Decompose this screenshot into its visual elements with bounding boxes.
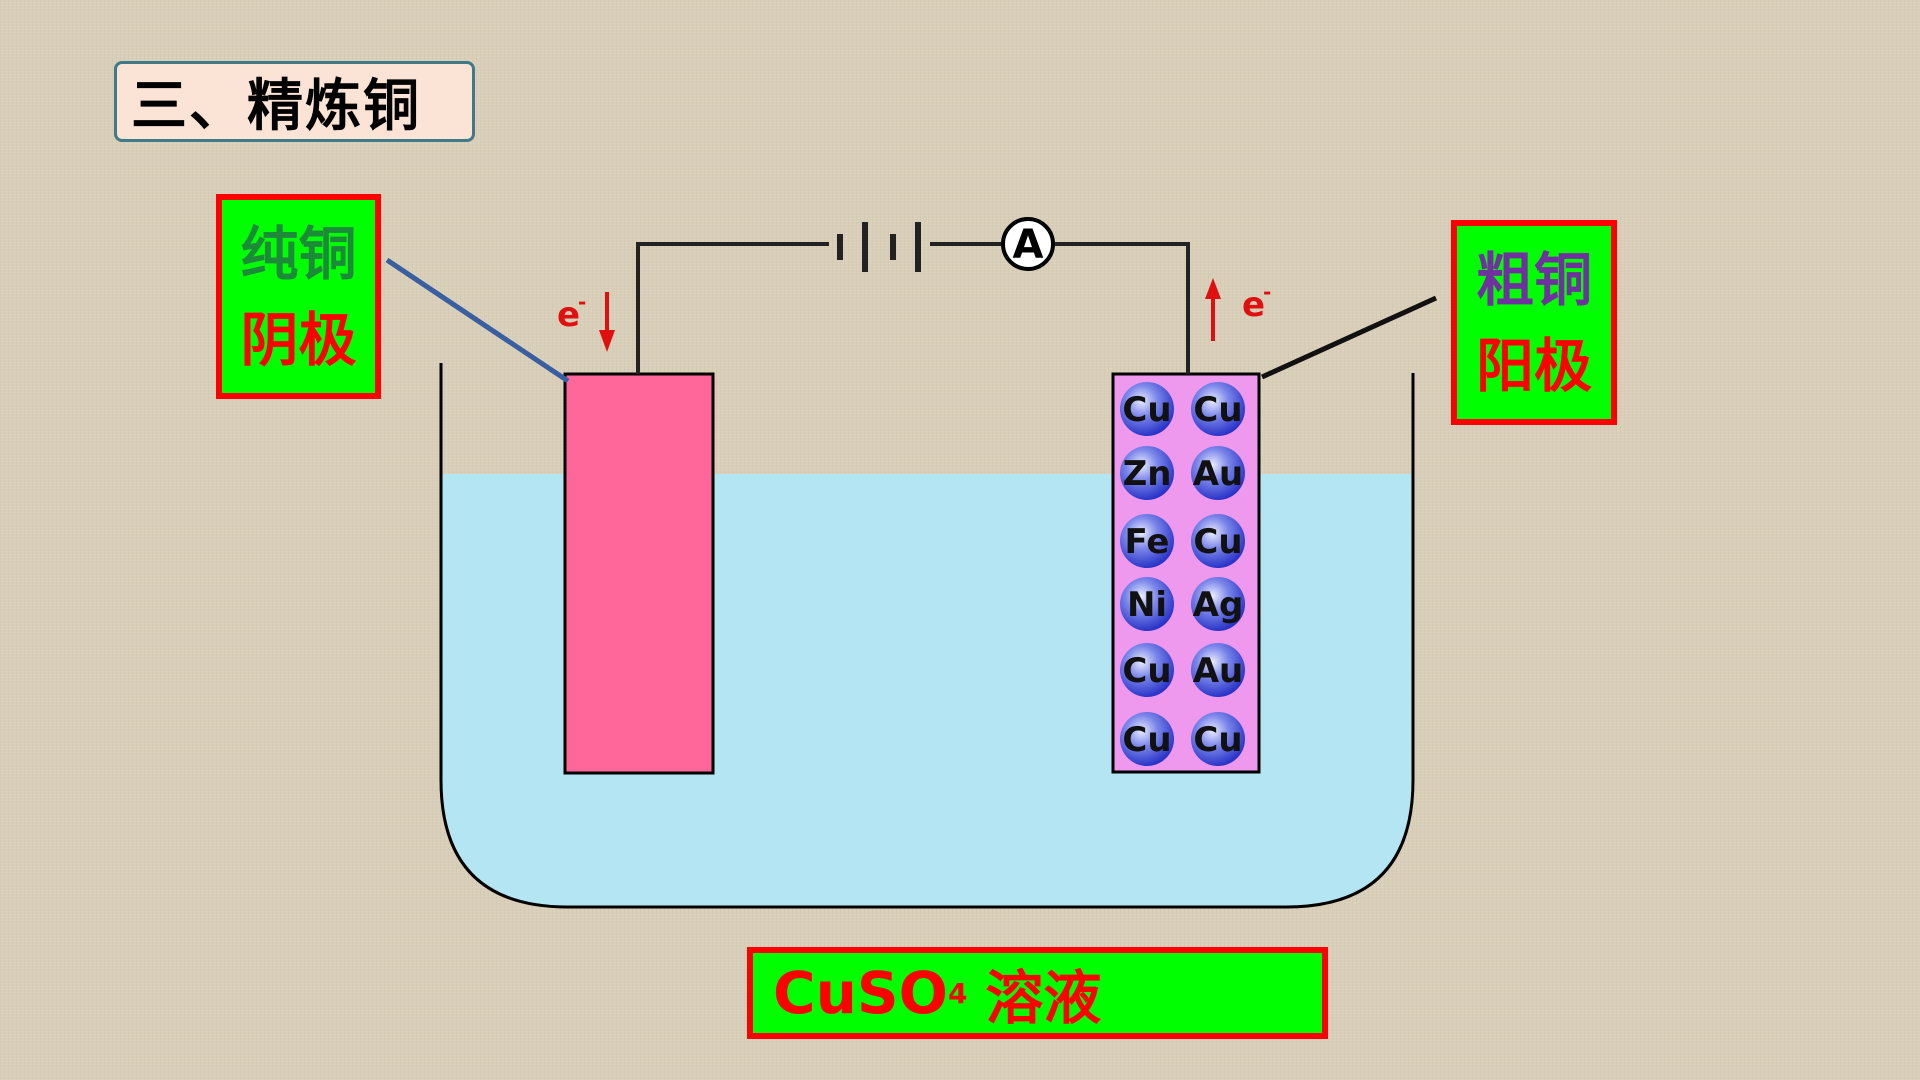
cathode-label: 纯铜 阴极: [216, 194, 381, 399]
cathode-plate: [563, 372, 715, 775]
cathode-material-label: 纯铜: [240, 219, 357, 288]
atom-label: Cu: [1122, 720, 1171, 760]
cathode-role-label: 阴极: [240, 305, 357, 374]
atom-label: Cu: [1122, 651, 1171, 691]
atom-cu: Cu: [1120, 643, 1174, 697]
solution-formula-subscript: 4: [947, 976, 968, 1010]
anode-label: 粗铜 阳极: [1451, 220, 1617, 425]
electron-label-right: e -: [1242, 280, 1271, 325]
solution-name: 溶液: [985, 964, 1102, 1032]
atom-label: Au: [1193, 651, 1244, 691]
svg-text:-: -: [1263, 280, 1271, 304]
solution-formula: CuSO: [773, 959, 948, 1027]
atom-label: Cu: [1193, 390, 1242, 430]
atom-cu: Cu: [1191, 514, 1245, 568]
ammeter-label: A: [1013, 222, 1044, 268]
page-title: 三、精炼铜: [114, 61, 475, 142]
atom-label: Cu: [1122, 390, 1171, 430]
atom-cu: Cu: [1120, 382, 1174, 436]
atom-label: Cu: [1193, 720, 1242, 760]
atom-cu: Cu: [1120, 712, 1174, 766]
electron-label-left: e -: [557, 290, 586, 335]
electron-arrow-down: [599, 292, 615, 352]
atom-label: Ni: [1127, 585, 1167, 625]
atom-au: Au: [1191, 643, 1245, 697]
svg-text:e: e: [557, 295, 580, 335]
svg-text:-: -: [578, 290, 586, 314]
atom-label: Au: [1193, 454, 1244, 494]
atom-fe: Fe: [1120, 514, 1174, 568]
atom-ag: Ag: [1191, 577, 1245, 631]
circuit-wire-right: [1055, 242, 1190, 374]
anode-role-label: 阳极: [1475, 331, 1592, 400]
beaker: [439, 363, 1415, 909]
atom-zn: Zn: [1120, 446, 1174, 500]
atom-label: Cu: [1193, 522, 1242, 562]
battery-icon: [837, 222, 921, 272]
electron-arrow-up: [1205, 278, 1221, 341]
anode-pointer-line: [1260, 295, 1438, 380]
ammeter-icon: A: [1001, 217, 1055, 271]
atom-ni: Ni: [1120, 577, 1174, 631]
circuit-wire-left: [636, 242, 829, 374]
atom-label: Fe: [1125, 522, 1170, 562]
atom-cu: Cu: [1191, 712, 1245, 766]
atom-label: Ag: [1193, 585, 1244, 625]
atom-label: Zn: [1123, 454, 1172, 494]
atom-cu: Cu: [1191, 382, 1245, 436]
cathode-pointer-line: [385, 257, 570, 384]
atom-au: Au: [1191, 446, 1245, 500]
anode-plate: [1111, 372, 1261, 774]
anode-material-label: 粗铜: [1475, 245, 1592, 314]
svg-text:e: e: [1242, 285, 1265, 325]
